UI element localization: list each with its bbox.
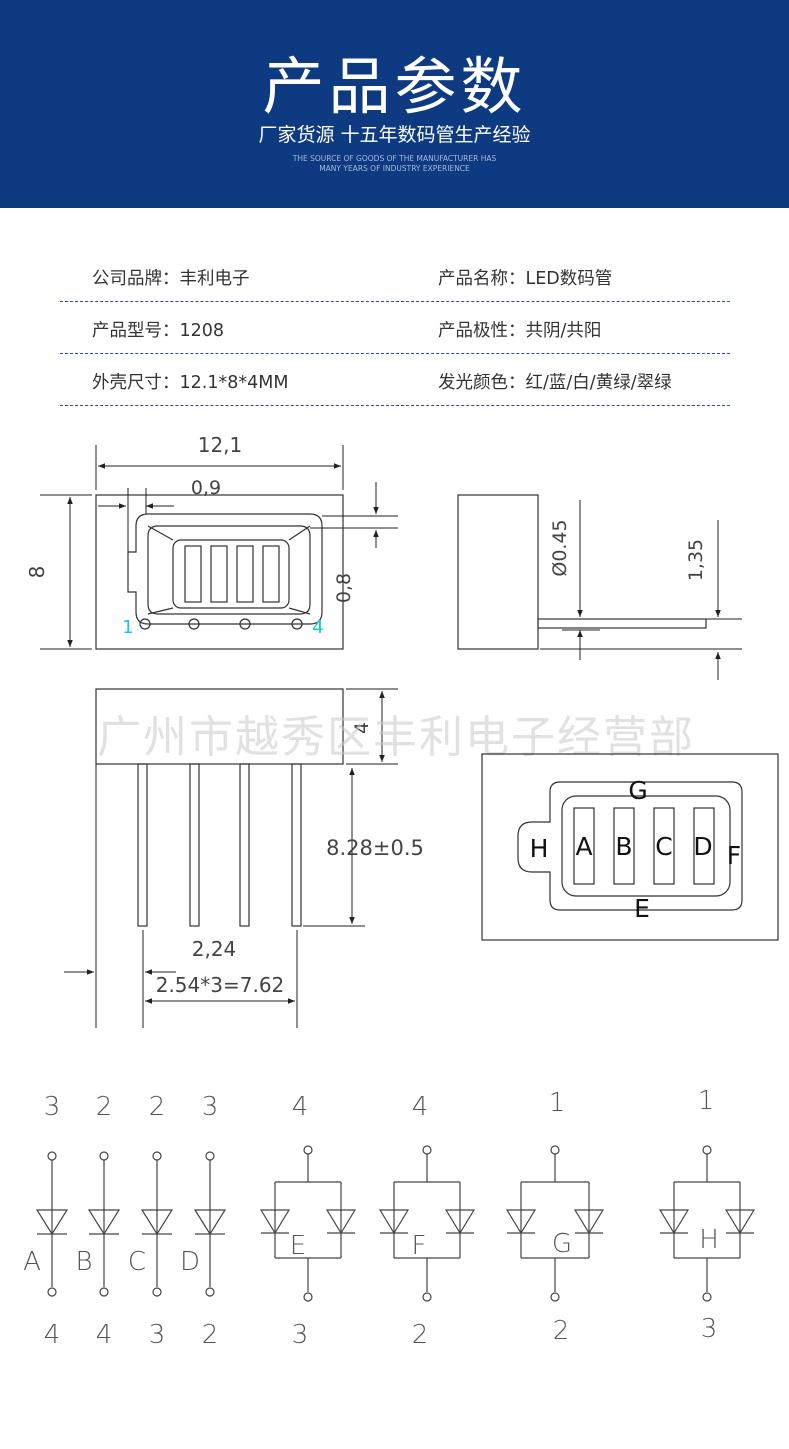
technical-drawing: 1 4 12,1 8 0,9 0,8 Ø0.45 1,35 [23, 433, 779, 1350]
segment-f-label: F [727, 841, 741, 870]
param-value: 12.1*8*4MM [179, 373, 289, 393]
bottom-view [95, 688, 344, 927]
circuit-e-bottom-pin: 3 [292, 1320, 309, 1350]
english-tagline-line2: MANY YEARS OF INDUSTRY EXPERIENCE [319, 164, 470, 173]
dim-pin-dia: Ø0.45 [549, 519, 571, 576]
front-dimension-lines [40, 445, 398, 650]
circuit-f-bottom-pin: 2 [412, 1320, 429, 1350]
dim-width: 12,1 [198, 433, 243, 457]
circuit-d-bottom-pin: 2 [202, 1320, 219, 1350]
dim-depth: 4 [351, 722, 373, 734]
param-polarity: 产品极性：共阴/共阳 [438, 317, 601, 342]
dim-pin-length: 8.28±0.5 [326, 836, 424, 860]
dim-pitch: 2.54*3=7.62 [156, 973, 285, 997]
param-color: 发光颜色：红/蓝/白/黄绿/翠绿 [438, 369, 672, 394]
circuit-h-bottom-pin: 3 [701, 1314, 718, 1344]
circuit-f-seg: F [412, 1231, 427, 1261]
circuit-a-seg: A [23, 1247, 41, 1277]
circuit-b-bottom-pin: 4 [96, 1320, 113, 1350]
param-model: 产品型号：1208 [92, 317, 224, 342]
side-dimension-lines [540, 500, 742, 680]
dim-height: 8 [25, 566, 49, 579]
pin-label-last: 4 [312, 617, 323, 638]
header-banner: 产品参数 厂家货源 十五年数码管生产经验 THE SOURCE OF GOODS… [0, 0, 789, 208]
segment-map [481, 753, 779, 941]
dim-inner-gap: 0,8 [333, 573, 355, 603]
single-circuit-labels: 3 2 2 3 A B C D 4 4 3 2 [23, 1092, 218, 1350]
segment-g-label: G [628, 776, 647, 805]
watermark: 广州市越秀区丰利电子经营部 [97, 712, 695, 763]
side-view [457, 494, 707, 650]
circuit-g-bottom-pin: 2 [553, 1316, 570, 1346]
circuit-c-top-pin: 2 [149, 1092, 166, 1122]
segment-b-label: B [615, 832, 632, 861]
circuit-b-top-pin: 2 [96, 1092, 113, 1122]
param-product-name: 产品名称：LED数码管 [438, 265, 612, 290]
circuit-d-top-pin: 3 [202, 1092, 219, 1122]
param-label: 产品型号： [92, 321, 180, 341]
segment-a-label: A [575, 832, 592, 861]
page-title: 产品参数 [262, 50, 527, 123]
param-row: 公司品牌：丰利电子 产品名称：LED数码管 [60, 250, 730, 302]
product-params-table: 公司品牌：丰利电子 产品名称：LED数码管 产品型号：1208 产品极性：共阴/… [60, 250, 730, 406]
param-label: 产品名称： [438, 269, 526, 289]
param-value: 红/蓝/白/黄绿/翠绿 [525, 373, 672, 393]
circuit-e-top-pin: 4 [292, 1092, 309, 1122]
param-size: 外壳尺寸：12.1*8*4MM [92, 369, 288, 394]
param-brand: 公司品牌：丰利电子 [92, 265, 250, 290]
param-value: 丰利电子 [179, 269, 250, 289]
circuit-g-top-pin: 1 [549, 1088, 566, 1118]
circuit-f-top-pin: 4 [412, 1092, 429, 1122]
param-row: 产品型号：1208 产品极性：共阴/共阳 [60, 302, 730, 354]
circuit-h-top-pin: 1 [698, 1086, 715, 1116]
circuit-e-seg: E [290, 1231, 306, 1261]
circuit-c-seg: C [128, 1247, 146, 1277]
dim-pin-step: 1,35 [685, 539, 707, 581]
dual-circuit-labels: 4 4 1 1 E F G H 3 2 2 3 [290, 1086, 719, 1350]
param-row: 外壳尺寸：12.1*8*4MM 发光颜色：红/蓝/白/黄绿/翠绿 [60, 354, 730, 406]
circuit-h-seg: H [699, 1225, 719, 1255]
circuit-d-seg: D [180, 1247, 200, 1277]
segment-d-label: D [693, 832, 712, 861]
circuit-g-seg: G [552, 1229, 572, 1259]
english-tagline-line1: THE SOURCE OF GOODS OF THE MANUFACTURER … [292, 154, 497, 163]
param-label: 产品极性： [438, 321, 526, 341]
segment-c-label: C [655, 832, 672, 861]
segment-h-label: H [530, 834, 549, 863]
english-tagline: THE SOURCE OF GOODS OF THE MANUFACTURER … [0, 154, 789, 174]
dim-pin-start: 2,24 [192, 937, 237, 961]
circuit-a-top-pin: 3 [44, 1092, 61, 1122]
segment-letters: G H A B C D F E [530, 776, 742, 923]
param-label: 公司品牌： [92, 269, 180, 289]
param-label: 发光颜色： [438, 373, 526, 393]
dual-diode-circuits [259, 1145, 756, 1302]
single-diode-circuits [35, 1151, 227, 1297]
page-subtitle: 厂家货源 十五年数码管生产经验 [258, 124, 531, 146]
segment-e-label: E [634, 894, 650, 923]
bottom-dimension-lines [64, 688, 398, 1028]
circuit-c-bottom-pin: 3 [149, 1320, 166, 1350]
param-label: 外壳尺寸： [92, 373, 180, 393]
circuit-b-seg: B [75, 1247, 92, 1277]
front-view [95, 494, 344, 650]
param-value: 共阴/共阳 [525, 321, 602, 341]
param-value: 1208 [179, 321, 225, 341]
pin-label-first: 1 [122, 617, 133, 638]
param-value: LED数码管 [525, 269, 613, 289]
circuit-a-bottom-pin: 4 [44, 1320, 61, 1350]
dim-pin-offset: 0,9 [191, 477, 221, 499]
